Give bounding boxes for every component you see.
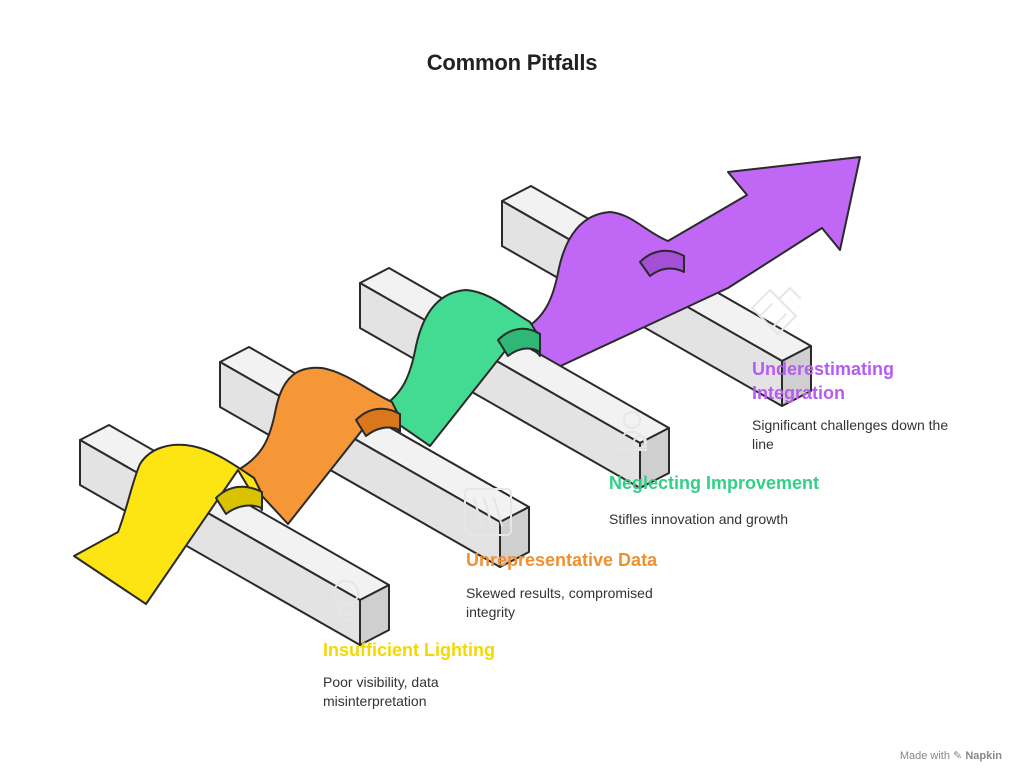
ribbon-purple	[519, 156, 861, 371]
ribbon-yellow	[73, 443, 263, 605]
person-stop-icon	[616, 411, 648, 451]
pitfall-title-lighting: Insufficient Lighting	[323, 640, 495, 660]
lightbulb-icon	[333, 580, 359, 621]
made-with-label: Made with	[899, 750, 950, 762]
napkin-logo-icon: ✎	[953, 750, 963, 762]
pitfall-desc-improvement: Stifles innovation and growth	[609, 511, 788, 527]
pitfall-title-integration: Underestimating Integration	[752, 359, 895, 403]
pitfall-title-data: Unrepresentative Data	[466, 550, 658, 570]
puzzle-integration-icon	[750, 286, 801, 336]
skewed-lines-icon	[464, 488, 512, 536]
ribbon-orange	[237, 366, 401, 525]
pitfall-desc-lighting: Poor visibility, data misinterpretation	[323, 674, 439, 709]
pitfall-title-improvement: Neglecting Improvement	[609, 473, 820, 493]
ribbon-green	[377, 289, 541, 447]
napkin-brand: Napkin	[965, 750, 1002, 762]
pitfall-desc-integration: Significant challenges down the line	[752, 417, 949, 452]
made-with-footer[interactable]: Made with ✎ Napkin	[900, 749, 1002, 762]
page-title: Common Pitfalls	[426, 50, 598, 75]
pitfall-desc-data: Skewed results, compromised integrity	[466, 585, 653, 620]
